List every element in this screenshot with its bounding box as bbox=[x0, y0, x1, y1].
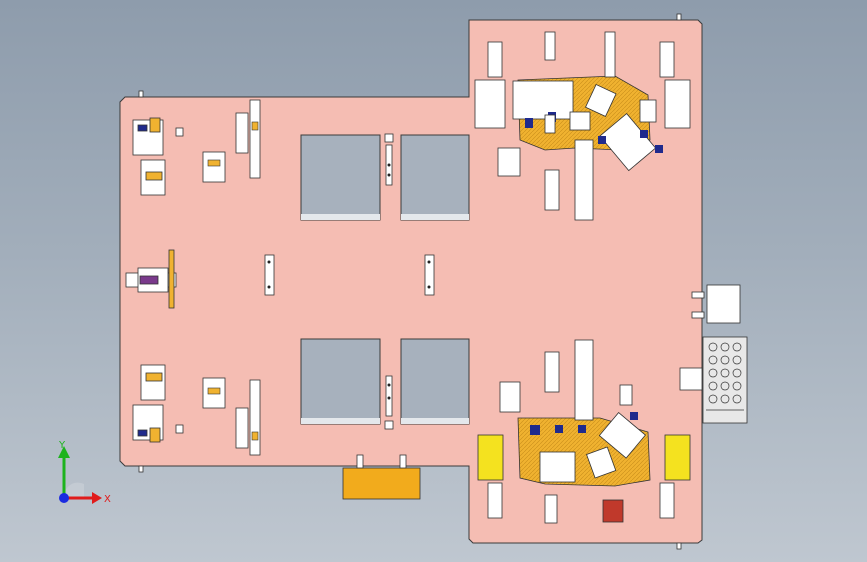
left-clamp-middle bbox=[125, 249, 177, 309]
left-clamp-lower bbox=[132, 364, 166, 443]
lower-fixture-station bbox=[477, 339, 691, 524]
base-plate bbox=[119, 19, 703, 544]
edge-pins bbox=[138, 13, 682, 550]
upper-fixture-station bbox=[474, 31, 691, 221]
plate-cutouts bbox=[300, 134, 470, 425]
left-clamp-upper bbox=[132, 117, 166, 196]
y-axis-label: Y bbox=[58, 440, 66, 451]
bottom-support-block bbox=[342, 454, 421, 500]
coordinate-triad: Y X bbox=[58, 440, 111, 505]
air-cylinder-block bbox=[691, 284, 741, 324]
z-axis-dot bbox=[59, 493, 69, 503]
x-axis-label: X bbox=[104, 494, 111, 505]
